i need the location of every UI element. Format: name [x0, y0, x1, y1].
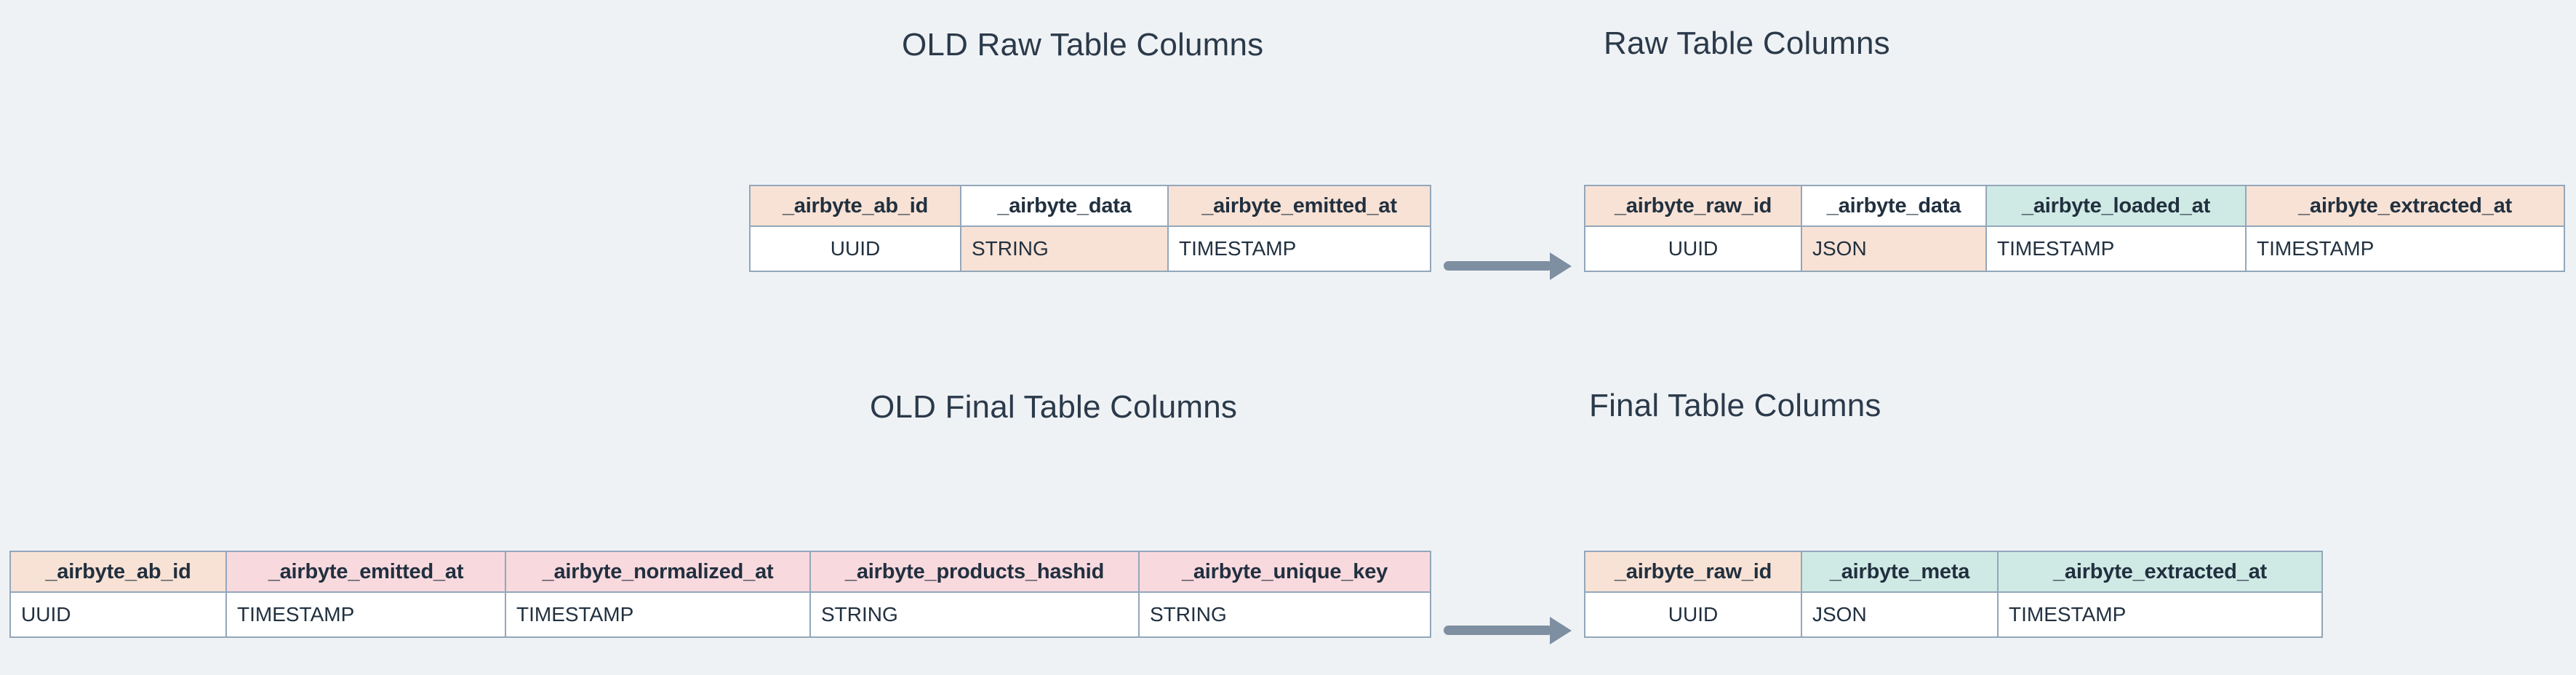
table-row-types: UUID JSON TIMESTAMP TIMESTAMP — [1584, 225, 2565, 272]
column-header-cell: _airbyte_unique_key — [1138, 551, 1431, 593]
title-raw-table-columns: Raw Table Columns — [1604, 25, 1890, 61]
arrow-head — [1550, 617, 1572, 644]
column-header-cell: _airbyte_products_hashid — [809, 551, 1140, 593]
title-final-table-columns: Final Table Columns — [1589, 388, 1881, 423]
table-row-types: UUID JSON TIMESTAMP — [1584, 591, 2323, 638]
column-header-cell: _airbyte_extracted_at — [2245, 185, 2565, 227]
table-row-headers: _airbyte_raw_id _airbyte_meta _airbyte_e… — [1584, 551, 2323, 593]
table-new-raw: _airbyte_raw_id _airbyte_data _airbyte_l… — [1584, 185, 2565, 272]
column-header-cell: _airbyte_emitted_at — [225, 551, 506, 593]
column-type-cell: TIMESTAMP — [1997, 591, 2323, 638]
column-type-cell: UUID — [1584, 591, 1802, 638]
table-row-headers: _airbyte_raw_id _airbyte_data _airbyte_l… — [1584, 185, 2565, 227]
column-type-cell: STRING — [809, 591, 1140, 638]
column-type-cell: JSON — [1801, 225, 1987, 272]
column-header-cell: _airbyte_normalized_at — [505, 551, 811, 593]
table-row-headers: _airbyte_ab_id _airbyte_emitted_at _airb… — [9, 551, 1431, 593]
column-type-cell: TIMESTAMP — [1985, 225, 2247, 272]
column-header-cell: _airbyte_data — [960, 185, 1169, 227]
column-type-cell: UUID — [749, 225, 961, 272]
column-header-cell: _airbyte_raw_id — [1584, 551, 1802, 593]
column-type-cell: UUID — [1584, 225, 1802, 272]
column-header-cell: _airbyte_ab_id — [749, 185, 961, 227]
table-row-types: UUID TIMESTAMP TIMESTAMP STRING STRING — [9, 591, 1431, 638]
column-type-cell: TIMESTAMP — [225, 591, 506, 638]
column-type-cell: JSON — [1801, 591, 1999, 638]
column-type-cell: TIMESTAMP — [2245, 225, 2565, 272]
table-row-types: UUID STRING TIMESTAMP — [749, 225, 1431, 272]
column-type-cell: UUID — [9, 591, 227, 638]
column-header-cell: _airbyte_meta — [1801, 551, 1999, 593]
column-header-cell: _airbyte_ab_id — [9, 551, 227, 593]
column-type-cell: STRING — [960, 225, 1169, 272]
raw-migration-arrow-icon — [1444, 251, 1572, 280]
arrow-shaft — [1444, 626, 1553, 635]
table-old-raw: _airbyte_ab_id _airbyte_data _airbyte_em… — [749, 185, 1431, 272]
arrow-shaft — [1444, 261, 1553, 271]
column-header-cell: _airbyte_loaded_at — [1985, 185, 2247, 227]
arrow-head — [1550, 252, 1572, 280]
column-header-cell: _airbyte_raw_id — [1584, 185, 1802, 227]
column-type-cell: TIMESTAMP — [1167, 225, 1431, 272]
table-row-headers: _airbyte_ab_id _airbyte_data _airbyte_em… — [749, 185, 1431, 227]
title-old-raw-table-columns: OLD Raw Table Columns — [902, 27, 1264, 63]
column-type-cell: TIMESTAMP — [505, 591, 811, 638]
title-old-final-table-columns: OLD Final Table Columns — [870, 389, 1238, 425]
table-old-final: _airbyte_ab_id _airbyte_emitted_at _airb… — [9, 551, 1431, 638]
column-header-cell: _airbyte_data — [1801, 185, 1987, 227]
table-new-final: _airbyte_raw_id _airbyte_meta _airbyte_e… — [1584, 551, 2323, 638]
column-type-cell: STRING — [1138, 591, 1431, 638]
final-migration-arrow-icon — [1444, 615, 1572, 644]
column-header-cell: _airbyte_emitted_at — [1167, 185, 1431, 227]
column-header-cell: _airbyte_extracted_at — [1997, 551, 2323, 593]
